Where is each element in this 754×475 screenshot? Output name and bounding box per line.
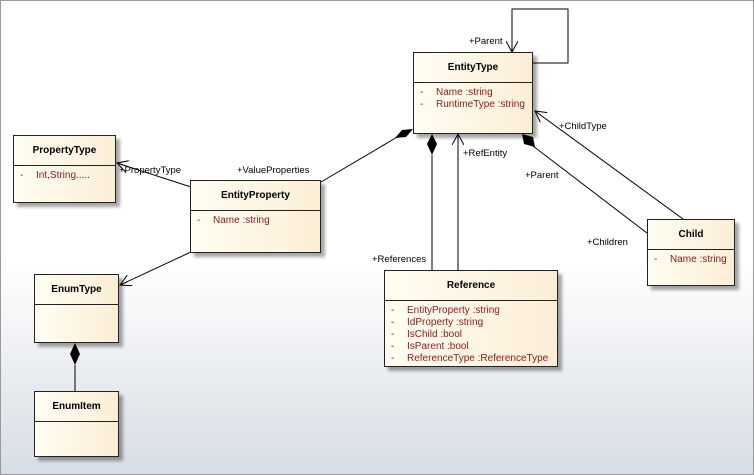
attribute: -IsChild :bool — [391, 329, 463, 340]
value-properties-diamond — [395, 129, 413, 138]
class-child-name: Child — [648, 220, 734, 250]
role-label-ref-entity: +RefEntity — [463, 148, 508, 159]
attribute: -Int,String..... — [20, 170, 90, 181]
class-child[interactable]: Child -Name :string — [647, 219, 735, 286]
class-property-type[interactable]: PropertyType -Int,String..... — [13, 135, 116, 203]
class-child-attributes: -Name :string — [648, 250, 734, 266]
attribute: -IdProperty :string — [391, 317, 484, 328]
children-diamond — [522, 134, 535, 147]
attribute: -Name :string — [420, 87, 493, 98]
self-association-line[interactable] — [512, 8, 569, 64]
attribute: -IsParent :bool — [391, 341, 469, 352]
class-entity-property-name: EntityProperty — [191, 181, 320, 211]
attribute: -EntityProperty :string — [391, 305, 500, 316]
role-label-child-type: +ChildType — [559, 121, 607, 132]
role-label-parent: +Parent — [525, 170, 559, 181]
attribute: -Name :string — [654, 254, 727, 265]
role-label-value-properties: +ValueProperties — [237, 165, 310, 176]
class-reference-name: Reference — [385, 271, 557, 301]
class-enum-type-name: EnumType — [35, 275, 118, 305]
role-label-references: +References — [372, 254, 427, 265]
children-composition-line[interactable] — [532, 145, 648, 234]
class-property-type-name: PropertyType — [14, 136, 115, 166]
property-type-association-line[interactable] — [117, 163, 192, 188]
class-entity-property-attributes: -Name :string — [191, 211, 320, 227]
class-reference[interactable]: Reference -EntityProperty :string -IdPro… — [384, 270, 558, 367]
class-enum-item-name: EnumItem — [35, 392, 118, 422]
class-enum-type[interactable]: EnumType — [34, 274, 119, 343]
enum-type-association-line[interactable] — [120, 251, 192, 285]
class-entity-property[interactable]: EntityProperty -Name :string — [190, 180, 321, 253]
child-type-association-line[interactable] — [535, 111, 684, 220]
enum-item-diamond — [70, 343, 80, 365]
attribute: -RuntimeType :string — [420, 99, 525, 110]
class-entity-type-attributes: -Name :string -RuntimeType :string — [414, 83, 532, 111]
role-label-property-type: +PropertyType — [119, 165, 182, 176]
attribute: -ReferenceType :ReferenceType — [391, 353, 549, 364]
references-diamond — [427, 134, 437, 155]
class-entity-type-name: EntityType — [414, 53, 532, 83]
class-entity-type[interactable]: EntityType -Name :string -RuntimeType :s… — [413, 52, 533, 134]
class-reference-attributes: -EntityProperty :string -IdProperty :str… — [385, 301, 557, 365]
role-label-parent-self: +Parent — [469, 36, 503, 47]
class-enum-item[interactable]: EnumItem — [34, 391, 119, 457]
attribute: -Name :string — [197, 215, 270, 226]
class-property-type-attributes: -Int,String..... — [14, 166, 115, 182]
value-properties-composition-line[interactable] — [320, 135, 400, 183]
role-label-children: +Children — [587, 237, 628, 248]
